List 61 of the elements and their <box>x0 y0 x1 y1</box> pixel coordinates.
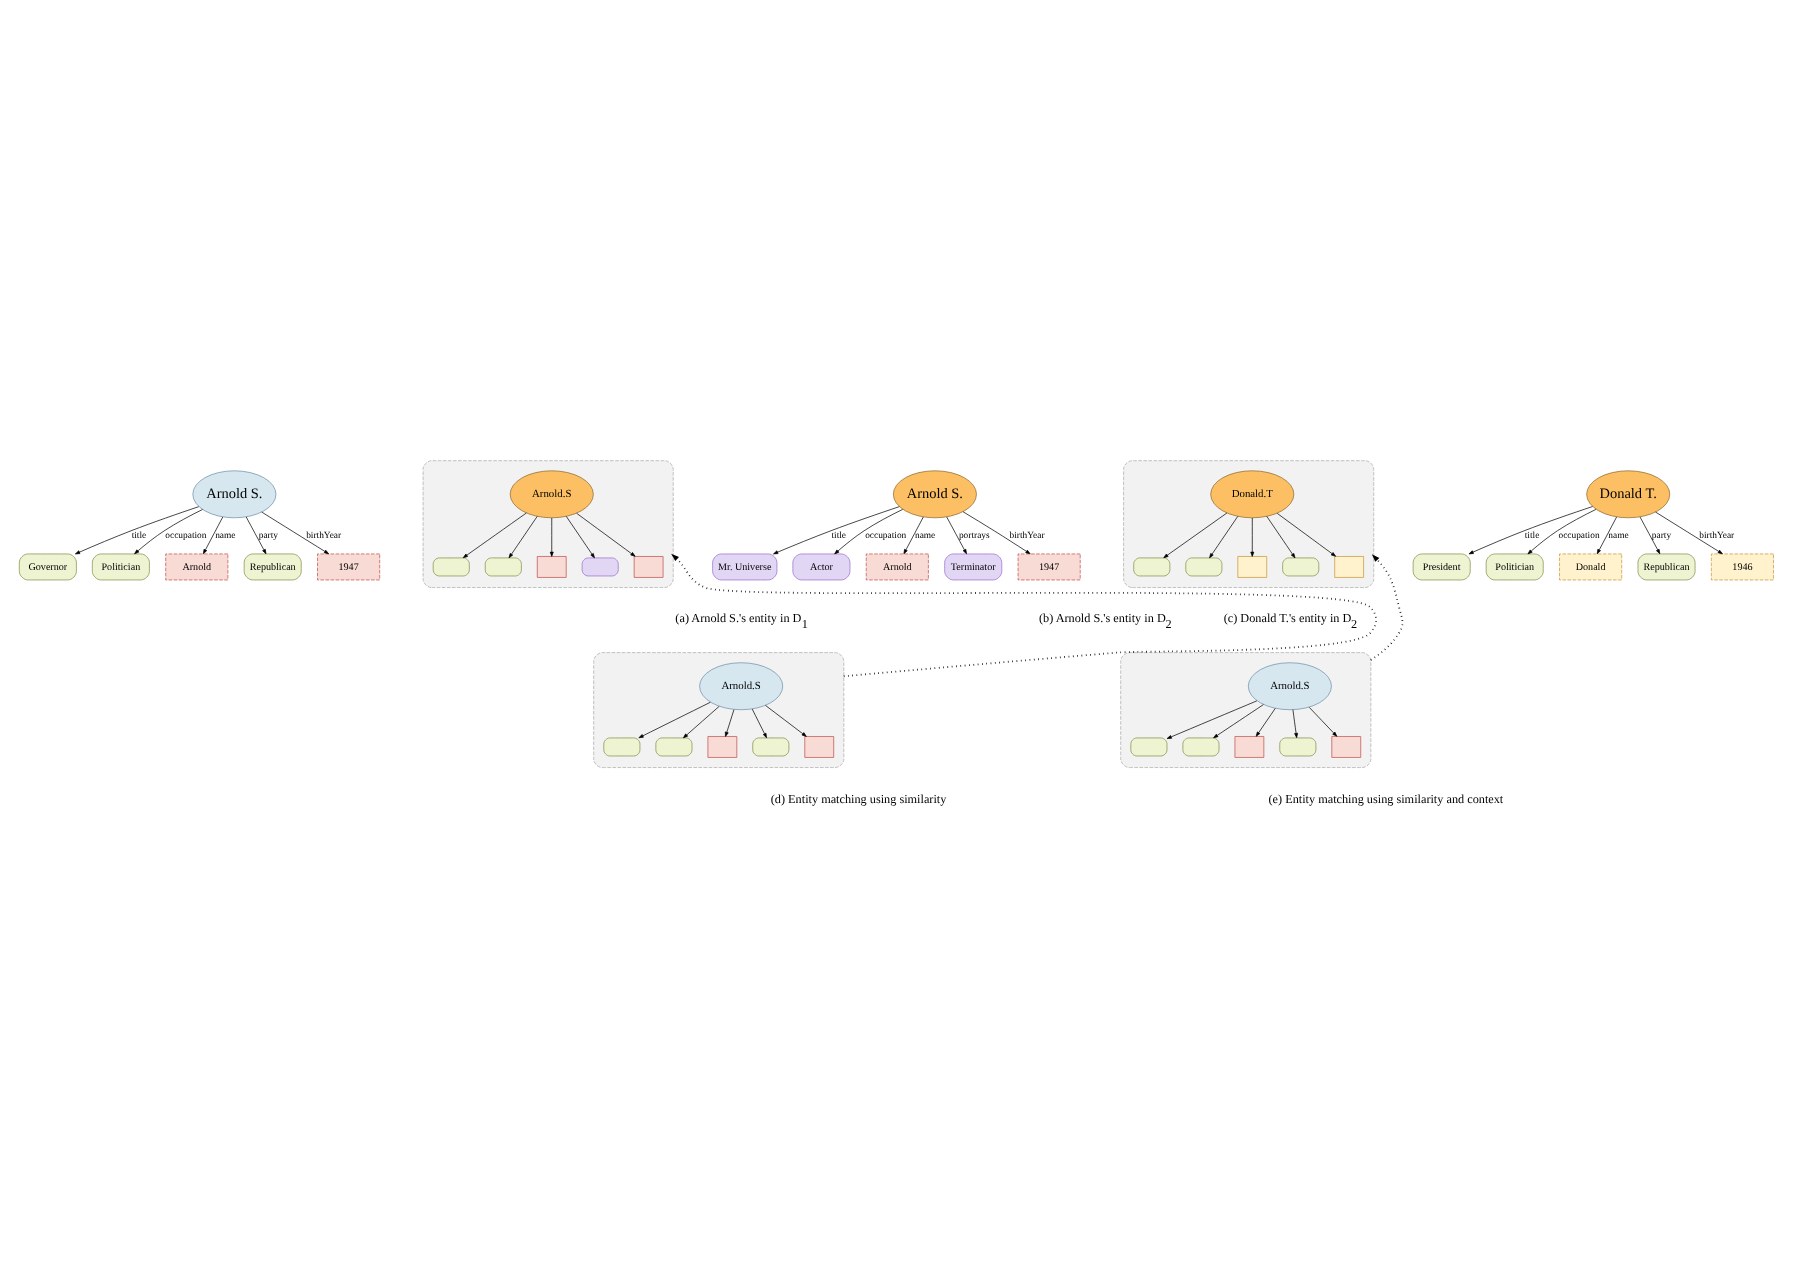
node-box <box>1234 736 1265 758</box>
arrow <box>134 509 203 555</box>
arrow <box>1308 707 1338 737</box>
node-pill <box>1282 557 1320 577</box>
node-box <box>1237 556 1268 578</box>
node-pill <box>603 737 641 757</box>
arrow <box>565 516 595 559</box>
arrow <box>462 512 527 559</box>
node-pill <box>1133 557 1171 577</box>
node-pill <box>655 737 693 757</box>
node-pill <box>581 557 619 577</box>
arrow <box>765 705 807 737</box>
node-pill <box>1279 737 1317 757</box>
node-pill <box>1185 557 1223 577</box>
cluster <box>593 652 845 768</box>
arrow <box>1266 516 1296 559</box>
arrow <box>1213 704 1264 739</box>
arrow <box>946 516 967 555</box>
node-box <box>804 736 835 758</box>
arrow <box>1292 709 1298 739</box>
cluster <box>422 460 674 588</box>
arrow <box>1276 513 1336 557</box>
arrow <box>1255 708 1276 737</box>
arrow <box>834 509 904 555</box>
node-pill <box>1182 737 1220 757</box>
node-pill <box>484 557 522 577</box>
arrow <box>1527 509 1597 555</box>
arrow <box>1250 517 1255 557</box>
arrow <box>903 516 924 555</box>
node-box <box>1334 556 1364 578</box>
node-pill <box>752 737 790 757</box>
node-box <box>707 736 738 758</box>
arrow <box>508 516 538 559</box>
arrow <box>1163 512 1228 559</box>
node-box <box>633 556 664 578</box>
arrow <box>683 706 720 739</box>
arrow <box>576 513 636 557</box>
arrow <box>1369 554 1404 661</box>
arrow <box>773 506 900 555</box>
arrow <box>1209 516 1239 559</box>
arrow <box>75 506 200 555</box>
arrow <box>671 553 1377 678</box>
arrow <box>751 708 767 739</box>
arrow <box>203 516 224 555</box>
arrow <box>549 517 554 557</box>
arrow <box>638 701 711 739</box>
cluster <box>1120 652 1372 768</box>
arrow <box>1655 511 1723 555</box>
node-pill <box>432 557 470 577</box>
arrow <box>261 511 329 555</box>
arrow <box>245 516 267 555</box>
arrow <box>1596 516 1617 555</box>
arrow <box>962 511 1031 555</box>
arrow <box>724 709 735 737</box>
node-box <box>536 556 567 578</box>
arrow <box>1468 506 1593 555</box>
cluster <box>1123 460 1375 588</box>
node-pill <box>1130 737 1168 757</box>
arrow <box>1639 516 1661 555</box>
node-box <box>1331 736 1362 758</box>
arrow <box>1166 700 1258 739</box>
